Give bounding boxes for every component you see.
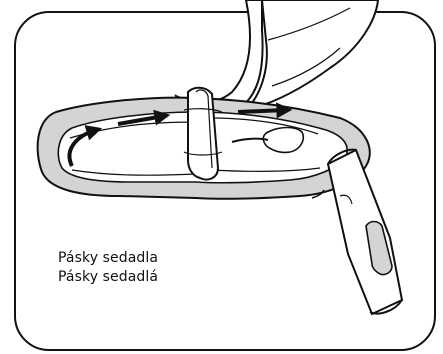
caption-line-1: Pásky sedadla (58, 249, 158, 268)
caption-line-2: Pásky sedadlá (58, 268, 158, 287)
